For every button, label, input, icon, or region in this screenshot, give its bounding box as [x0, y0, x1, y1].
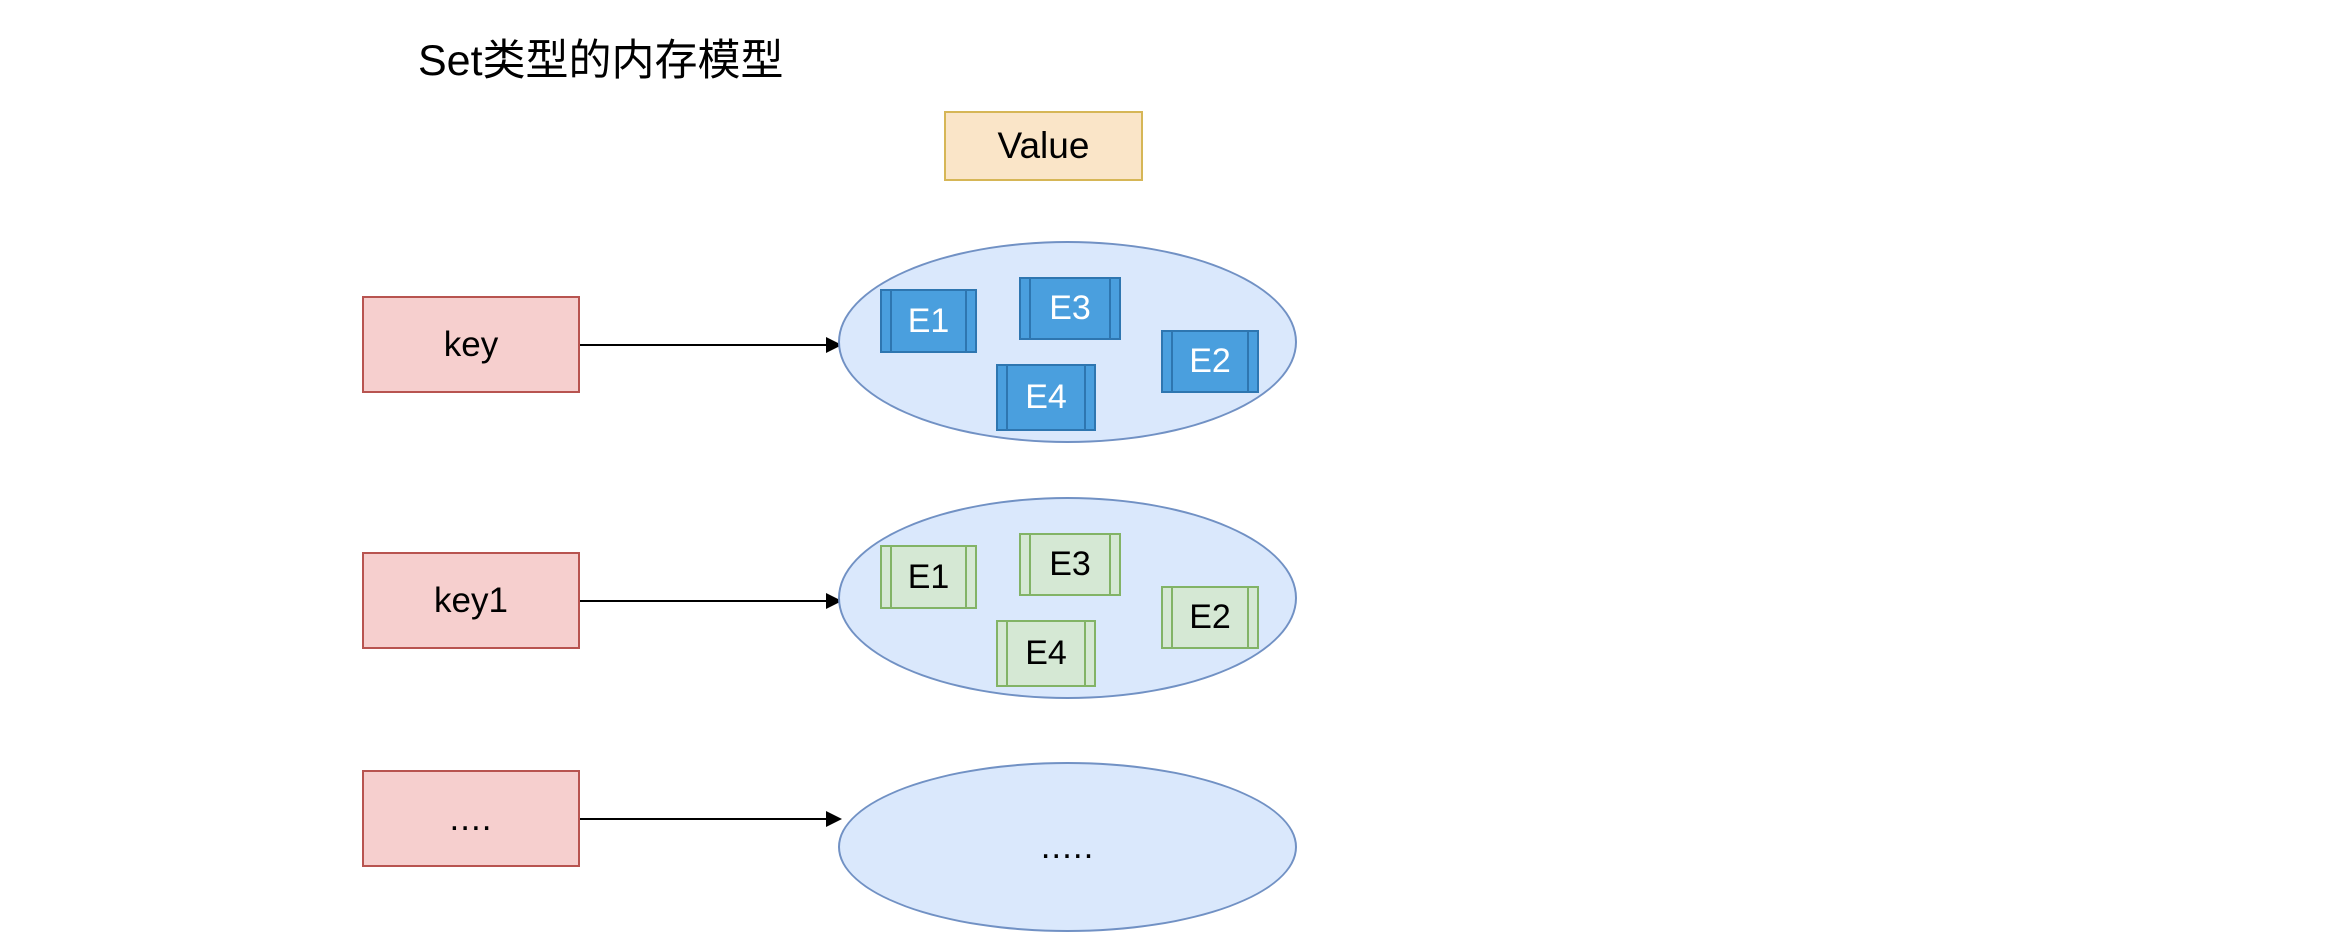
element-body — [1161, 586, 1259, 649]
element-right-bar — [1109, 277, 1111, 340]
element-left-bar — [1029, 533, 1031, 596]
set-container-row-3: ..... — [838, 762, 1297, 932]
element-left-bar — [1006, 364, 1008, 431]
key-label-row-3: .... — [449, 798, 493, 838]
element-right-bar — [1084, 364, 1086, 431]
diagram-title: Set类型的内存模型 — [418, 37, 784, 85]
element-box-e4-row-1: E4 — [996, 364, 1096, 431]
element-box-e1-row-2: E1 — [880, 545, 977, 609]
element-right-bar — [965, 545, 967, 609]
element-left-bar — [890, 545, 892, 609]
element-left-bar — [1171, 586, 1173, 649]
element-right-bar — [1247, 586, 1249, 649]
element-body — [1019, 533, 1121, 596]
element-right-bar — [1247, 330, 1249, 393]
key-label-row-1: key — [443, 324, 499, 364]
element-right-bar — [1084, 620, 1086, 687]
element-body — [1019, 277, 1121, 340]
element-body — [880, 545, 977, 609]
element-box-e4-row-2: E4 — [996, 620, 1096, 687]
element-box-e2-row-2: E2 — [1161, 586, 1259, 649]
element-box-e2-row-1: E2 — [1161, 330, 1259, 393]
element-box-e3-row-1: E3 — [1019, 277, 1121, 340]
set-label-row-3: ..... — [1040, 827, 1095, 866]
element-body — [880, 289, 977, 353]
element-left-bar — [1029, 277, 1031, 340]
arrow-line — [580, 600, 826, 602]
element-body — [996, 620, 1096, 687]
element-left-bar — [890, 289, 892, 353]
key-box-row-2: key1 — [362, 552, 580, 649]
element-left-bar — [1006, 620, 1008, 687]
element-body — [996, 364, 1096, 431]
element-right-bar — [965, 289, 967, 353]
arrow-head-icon — [826, 811, 842, 827]
value-legend-label: Value — [997, 125, 1090, 166]
element-box-e1-row-1: E1 — [880, 289, 977, 353]
arrow-row-3 — [580, 807, 842, 831]
key-label-row-2: key1 — [434, 580, 508, 620]
element-right-bar — [1109, 533, 1111, 596]
arrow-line — [580, 818, 826, 820]
arrow-row-1 — [580, 333, 842, 357]
element-left-bar — [1171, 330, 1173, 393]
key-box-row-3: .... — [362, 770, 580, 867]
arrow-row-2 — [580, 589, 842, 613]
element-box-e3-row-2: E3 — [1019, 533, 1121, 596]
value-legend-box: Value — [944, 111, 1143, 181]
key-box-row-1: key — [362, 296, 580, 393]
element-body — [1161, 330, 1259, 393]
arrow-line — [580, 344, 826, 346]
